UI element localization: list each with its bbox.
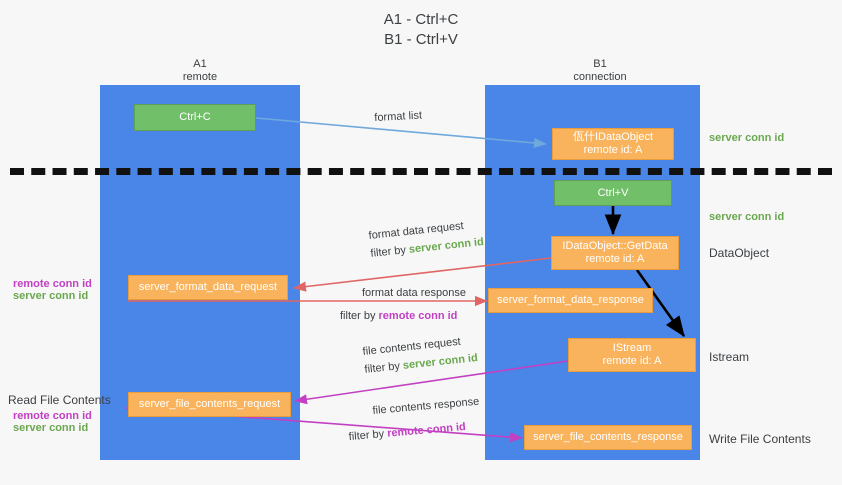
left-label-conn-ids-file: remote conn id server conn id [13, 410, 92, 434]
lane-a1-subtitle: remote [182, 71, 218, 83]
remote-conn-id-text: remote conn id [386, 420, 467, 440]
right-label-server-conn-id-mid: server conn id [709, 211, 785, 223]
right-label-write-file-contents: Write File Contents [709, 432, 811, 446]
left-remote-conn-id: remote conn id [13, 410, 92, 422]
remote-conn-id-text: remote conn id [378, 310, 458, 322]
right-label-dataobject: DataObject [709, 246, 770, 260]
node-idataobject-getdata[interactable]: IDataObject::GetData remote id: A [551, 236, 679, 270]
node-server-file-contents-request[interactable]: server_file_contents_request [128, 392, 291, 417]
edge-label-format-data-response-filter: filter by remote conn id [340, 309, 466, 323]
node-server-file-contents-response-label: server_file_contents_response [533, 431, 683, 443]
node-ctrl-v[interactable]: Ctrl+V [554, 180, 672, 206]
edge-label-format-list: format list [374, 109, 423, 124]
title-line-2: B1 - Ctrl+V [384, 31, 458, 48]
title-line-1: A1 - Ctrl+C [383, 11, 459, 28]
node-ctrl-c[interactable]: Ctrl+C [134, 104, 256, 131]
node-server-format-data-response-label: server_format_data_response [497, 294, 644, 306]
filter-by-text: filter by [363, 360, 401, 376]
left-server-conn-id: server conn id [13, 422, 89, 434]
node-idataobject-line2: remote id: A [583, 144, 643, 156]
node-istream-line1: IStream [612, 342, 652, 354]
node-server-format-data-response[interactable]: server_format_data_response [488, 288, 653, 313]
left-label-conn-ids-format: remote conn id server conn id [13, 278, 92, 302]
node-ctrl-v-label: Ctrl+V [597, 186, 629, 199]
node-getdata-line2: remote id: A [585, 253, 645, 265]
filter-by-text: filter by [369, 244, 407, 260]
node-getdata-line1: IDataObject::GetData [562, 240, 668, 252]
left-server-conn-id: server conn id [13, 290, 89, 302]
left-remote-conn-id: remote conn id [13, 278, 92, 290]
edge-label-file-contents-response-group: file contents response filter by remote … [348, 395, 482, 443]
node-server-file-contents-request-label: server_file_contents_request [138, 398, 281, 410]
lane-b1-subtitle: connection [573, 71, 627, 83]
edge-label-format-data-response: format data response [362, 287, 466, 299]
node-server-file-contents-response[interactable]: server_file_contents_response [524, 425, 692, 450]
edge-label-file-contents-response: file contents response [372, 395, 480, 417]
filter-by-text: filter by [348, 428, 385, 444]
divider-dashed-line [10, 168, 832, 175]
edge-label-file-contents-response-filter: filter by remote conn id [348, 419, 482, 445]
server-conn-id-text: server conn id [402, 352, 479, 372]
filter-by-text: filter by [340, 310, 376, 322]
node-idataobject-remote[interactable]: 佤什IDataObject remote id: A [552, 128, 674, 160]
node-server-format-data-request-label: server_format_data_request [138, 281, 278, 293]
server-conn-id-text: server conn id [408, 236, 485, 256]
edge-label-format-data-request-group: format data request filter by server con… [368, 217, 484, 261]
right-label-server-conn-id-top: server conn id [709, 132, 785, 144]
edge-label-file-contents-request-group: file contents request filter by server c… [362, 333, 478, 377]
node-ctrl-c-label: Ctrl+C [179, 111, 211, 123]
node-idataobject-line1: 佤什IDataObject [572, 131, 654, 143]
left-label-read-file-contents: Read File Contents [8, 393, 111, 407]
node-istream[interactable]: IStream remote id: A [568, 338, 696, 372]
edge-label-format-data-response-group: format data response filter by remote co… [340, 286, 466, 323]
lane-b1-name: B1 [593, 58, 607, 70]
page-title: A1 - Ctrl+C B1 - Ctrl+V [0, 10, 842, 50]
lane-header-a1: A1 remote [130, 58, 270, 84]
lane-a1-name: A1 [193, 58, 207, 70]
node-istream-line2: remote id: A [602, 355, 662, 367]
node-server-format-data-request[interactable]: server_format_data_request [128, 275, 288, 300]
lane-header-b1: B1 connection [530, 58, 670, 84]
right-label-istream: Istream [709, 350, 750, 364]
